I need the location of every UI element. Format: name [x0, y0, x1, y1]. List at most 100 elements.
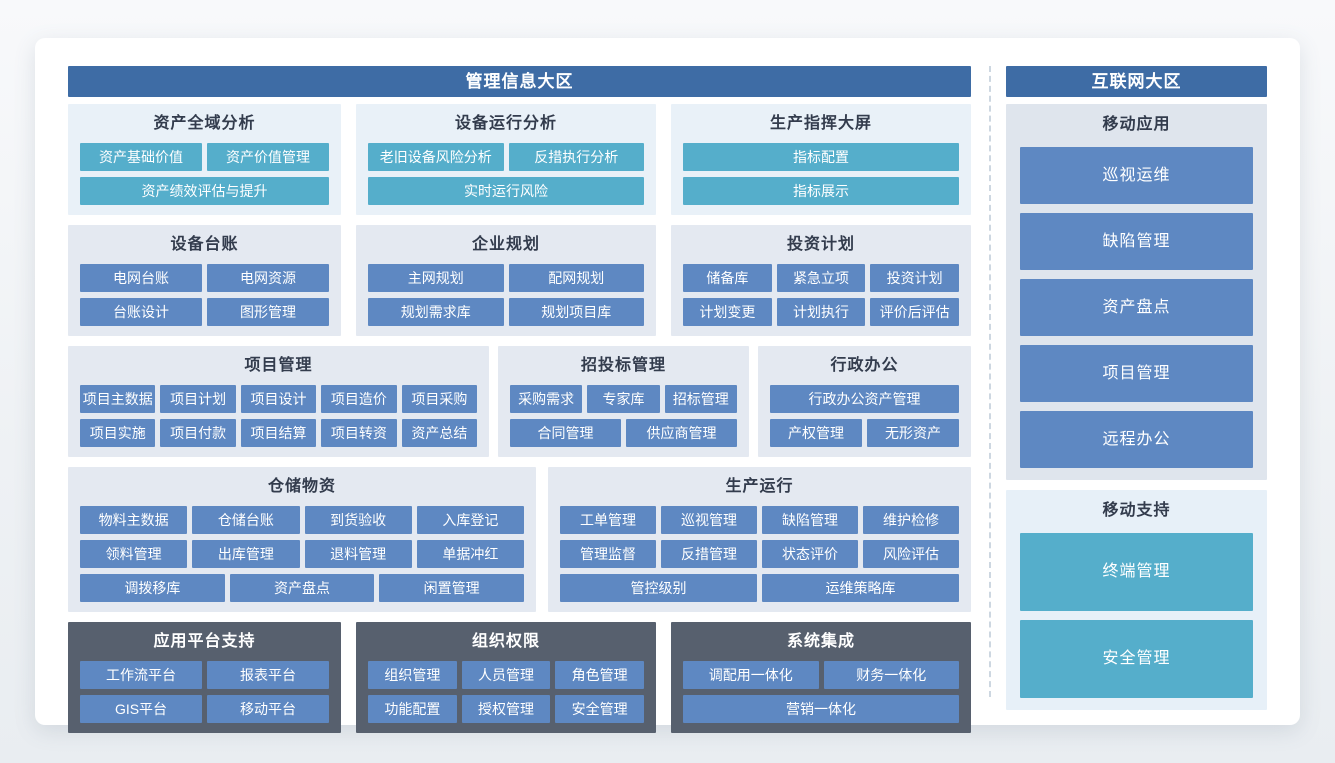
module-panel-title: 资产全域分析: [153, 115, 256, 132]
module-button[interactable]: 远程办公: [1020, 411, 1253, 468]
module-button[interactable]: 指标展示: [683, 177, 959, 205]
module-button[interactable]: 电网资源: [207, 264, 329, 292]
module-button[interactable]: 工单管理: [560, 506, 656, 534]
module-button[interactable]: 营销一体化: [683, 695, 959, 723]
module-button[interactable]: 退料管理: [304, 540, 412, 568]
module-button[interactable]: 项目转资: [321, 419, 397, 447]
module-button[interactable]: GIS平台: [80, 695, 202, 723]
module-panel: 组织权限组织管理人员管理角色管理功能配置授权管理安全管理: [356, 622, 656, 733]
module-button[interactable]: 安全管理: [1020, 620, 1253, 698]
module-button[interactable]: 资产盘点: [229, 574, 375, 602]
module-button[interactable]: 配网规划: [508, 264, 644, 292]
module-panel-title: 投资计划: [786, 236, 855, 253]
module-panel: 招投标管理采购需求专家库招标管理合同管理供应商管理: [498, 346, 749, 457]
module-button[interactable]: 行政办公资产管理: [770, 385, 959, 413]
module-button[interactable]: 调配用一体化: [683, 661, 819, 689]
module-button[interactable]: 单据冲红: [416, 540, 524, 568]
module-button[interactable]: 报表平台: [207, 661, 329, 689]
module-button[interactable]: 反措执行分析: [508, 143, 644, 171]
module-button[interactable]: 调拨移库: [80, 574, 225, 602]
module-button[interactable]: 储备库: [683, 264, 772, 292]
module-button[interactable]: 项目结算: [240, 419, 317, 447]
module-button[interactable]: 供应商管理: [626, 419, 737, 447]
module-button-row: 管控级别运维策略库: [560, 574, 959, 602]
module-button[interactable]: 主网规划: [368, 264, 504, 292]
module-button[interactable]: 资产绩效评估与提升: [80, 177, 329, 205]
module-button[interactable]: 实时运行风险: [368, 177, 644, 205]
module-button[interactable]: 计划执行: [776, 298, 866, 326]
module-button[interactable]: 项目主数据: [80, 385, 156, 413]
panel-row: 设备台账电网台账电网资源台账设计图形管理企业规划主网规划配网规划规划需求库规划项…: [68, 225, 971, 336]
module-button[interactable]: 指标配置: [683, 143, 959, 171]
module-button[interactable]: 巡视运维: [1020, 147, 1253, 204]
module-button[interactable]: 角色管理: [555, 661, 645, 689]
module-button[interactable]: 项目设计: [240, 385, 317, 413]
module-button[interactable]: 维护检修: [863, 506, 959, 534]
module-panel: 项目管理项目主数据项目计划项目设计项目造价项目采购项目实施项目付款项目结算项目转…: [68, 346, 489, 457]
module-button[interactable]: 规划需求库: [368, 298, 504, 326]
module-button[interactable]: 移动平台: [207, 695, 329, 723]
module-button[interactable]: 缺陷管理: [762, 506, 858, 534]
module-button[interactable]: 项目付款: [160, 419, 236, 447]
module-button[interactable]: 项目管理: [1020, 345, 1253, 402]
module-button[interactable]: 授权管理: [461, 695, 551, 723]
module-button[interactable]: 项目采购: [401, 385, 478, 413]
module-button[interactable]: 缺陷管理: [1020, 213, 1253, 270]
module-button[interactable]: 反措管理: [661, 540, 757, 568]
module-button[interactable]: 资产价值管理: [207, 143, 329, 171]
module-button[interactable]: 图形管理: [207, 298, 329, 326]
module-button[interactable]: 终端管理: [1020, 533, 1253, 611]
module-button[interactable]: 人员管理: [461, 661, 551, 689]
module-button[interactable]: 投资计划: [870, 264, 960, 292]
module-button-row: 组织管理人员管理角色管理: [368, 661, 645, 689]
module-button-row: 主网规划配网规划: [368, 264, 644, 292]
module-button[interactable]: 工作流平台: [80, 661, 202, 689]
module-button[interactable]: 项目计划: [160, 385, 236, 413]
module-button[interactable]: 招标管理: [664, 385, 737, 413]
module-button[interactable]: 管控级别: [560, 574, 757, 602]
module-button[interactable]: 功能配置: [368, 695, 457, 723]
module-button[interactable]: 紧急立项: [776, 264, 866, 292]
module-button[interactable]: 到货验收: [304, 506, 412, 534]
module-button[interactable]: 专家库: [587, 385, 660, 413]
module-button[interactable]: 闲置管理: [379, 574, 525, 602]
module-button-row: GIS平台移动平台: [80, 695, 329, 723]
module-button[interactable]: 电网台账: [80, 264, 202, 292]
module-button[interactable]: 出库管理: [192, 540, 300, 568]
module-button[interactable]: 采购需求: [510, 385, 583, 413]
module-button-row: 电网台账电网资源: [80, 264, 329, 292]
module-button[interactable]: 规划项目库: [508, 298, 644, 326]
module-button[interactable]: 组织管理: [368, 661, 457, 689]
panel-row: 项目管理项目主数据项目计划项目设计项目造价项目采购项目实施项目付款项目结算项目转…: [68, 346, 971, 457]
zone-divider-dashed-line: [989, 66, 991, 697]
module-button[interactable]: 巡视管理: [661, 506, 757, 534]
module-button[interactable]: 无形资产: [867, 419, 959, 447]
module-button-row: 功能配置授权管理安全管理: [368, 695, 645, 723]
module-button[interactable]: 评价后评估: [870, 298, 960, 326]
module-button[interactable]: 风险评估: [863, 540, 959, 568]
module-panel: 资产全域分析资产基础价值资产价值管理资产绩效评估与提升: [68, 104, 341, 215]
module-button[interactable]: 产权管理: [770, 419, 862, 447]
module-button[interactable]: 仓储台账: [192, 506, 300, 534]
module-button[interactable]: 管理监督: [560, 540, 656, 568]
module-panel: 投资计划储备库紧急立项投资计划计划变更计划执行评价后评估: [671, 225, 971, 336]
module-button[interactable]: 资产盘点: [1020, 279, 1253, 336]
module-button[interactable]: 项目造价: [321, 385, 397, 413]
module-button[interactable]: 财务一体化: [823, 661, 959, 689]
module-button[interactable]: 计划变更: [683, 298, 772, 326]
module-button[interactable]: 入库登记: [416, 506, 524, 534]
module-button[interactable]: 合同管理: [510, 419, 621, 447]
module-button-row: 调配用一体化财务一体化: [683, 661, 959, 689]
module-button[interactable]: 资产基础价值: [80, 143, 202, 171]
module-button[interactable]: 台账设计: [80, 298, 202, 326]
module-button[interactable]: 项目实施: [80, 419, 156, 447]
module-panel-title: 仓储物资: [267, 478, 336, 495]
module-button[interactable]: 资产总结: [401, 419, 478, 447]
module-button[interactable]: 运维策略库: [762, 574, 959, 602]
module-button[interactable]: 安全管理: [555, 695, 645, 723]
module-panel-title: 行政办公: [830, 357, 899, 374]
module-button[interactable]: 领料管理: [80, 540, 188, 568]
module-button[interactable]: 状态评价: [762, 540, 858, 568]
module-button[interactable]: 老旧设备风险分析: [368, 143, 504, 171]
module-button[interactable]: 物料主数据: [80, 506, 188, 534]
